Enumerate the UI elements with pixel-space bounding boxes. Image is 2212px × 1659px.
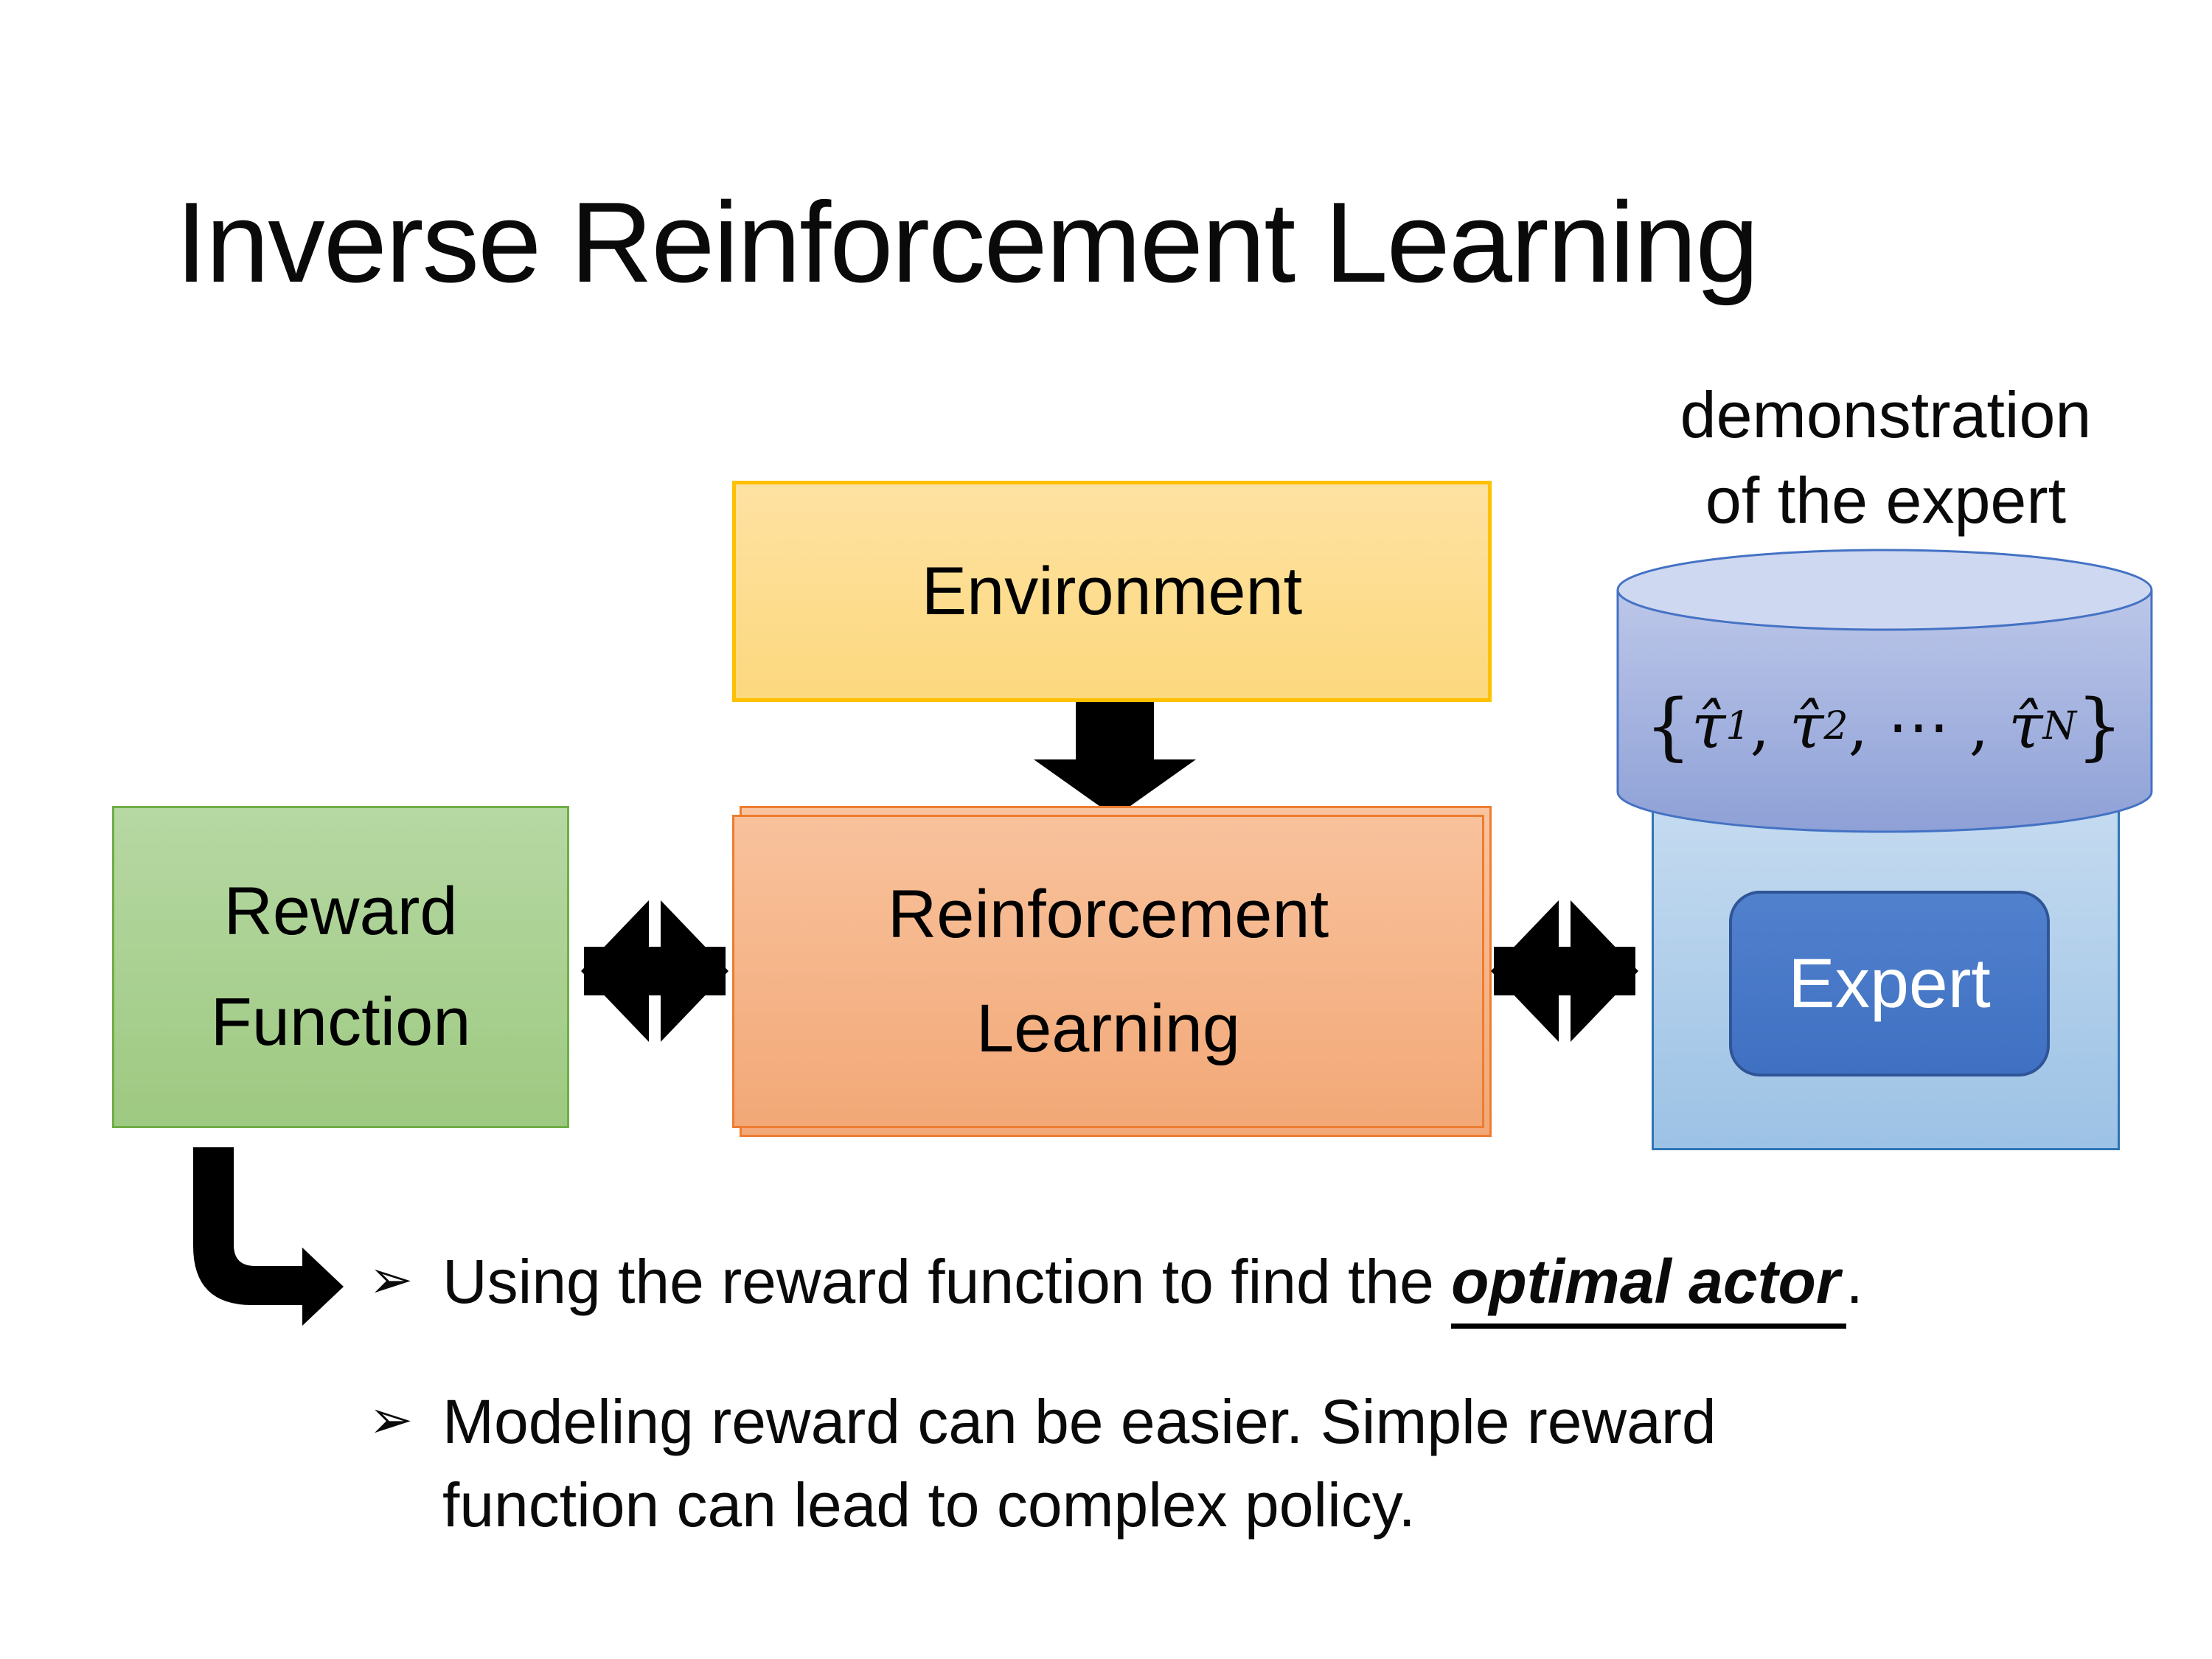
trajectory-set-formula: {τ̂1, τ̂2, ⋯ , τ̂N}: [1633, 664, 2135, 789]
bullet-arrow-icon: ➢: [369, 1251, 414, 1310]
expert-box: Expert: [1729, 891, 2050, 1077]
reward-function-box: Reward Function: [112, 806, 569, 1128]
bullet-2-line2: function can lead to complex policy.: [442, 1470, 1416, 1540]
double-arrow-rl-expert: [1491, 900, 1638, 1042]
reinforcement-learning-box: Reinforcement Learning: [732, 815, 1484, 1128]
reinforcement-learning-label-line2: Learning: [975, 990, 1241, 1066]
reward-function-label-line2: Function: [210, 984, 471, 1060]
formula-sub1: 1: [1725, 704, 1750, 748]
bullet-1-emphasis: optimal actor: [1451, 1247, 1846, 1329]
bullet-1-text: Using the reward function to find the op…: [442, 1240, 1863, 1329]
reward-function-label-line1: Reward: [223, 873, 458, 949]
expert-label: Expert: [1788, 944, 1991, 1023]
formula-ellipsis: , ⋯ ,: [1848, 690, 2009, 762]
double-arrow-reward-rl: [581, 900, 728, 1042]
formula-close-brace: }: [2076, 684, 2124, 769]
environment-label: Environment: [921, 553, 1303, 629]
bullet-2-text: Modeling reward can be easier. Simple re…: [442, 1380, 1717, 1548]
formula-sub2: 2: [1823, 704, 1848, 748]
bullet-1-post: .: [1846, 1247, 1863, 1316]
page-title: Inverse Reinforcement Learning: [175, 178, 1759, 306]
bullet-item-1: ➢ Using the reward function to find the …: [369, 1240, 2101, 1329]
down-arrow: [1034, 702, 1196, 817]
bent-arrow: [193, 1147, 344, 1326]
reinforcement-learning-label-line1: Reinforcement: [887, 876, 1329, 952]
demonstration-caption-line2: of the expert: [1705, 464, 2067, 538]
bullet-1-pre: Using the reward function to find the: [442, 1247, 1452, 1316]
formula-tau1: τ̂: [1691, 690, 1726, 762]
environment-box: Environment: [732, 481, 1492, 702]
bullet-2-line1: Modeling reward can be easier. Simple re…: [442, 1387, 1717, 1456]
demonstration-caption-line1: demonstration: [1680, 378, 2092, 451]
bullet-arrow-icon: ➢: [369, 1391, 414, 1450]
demonstration-database-cylinder: [1616, 549, 2153, 833]
formula-tau2: τ̂: [1789, 690, 1824, 762]
formula-open-brace: {: [1644, 684, 1691, 769]
formula-tauN: τ̂: [2008, 690, 2043, 762]
formula-subN: N: [2042, 704, 2077, 748]
formula-comma1: ,: [1750, 690, 1790, 762]
bullet-item-2: ➢ Modeling reward can be easier. Simple …: [369, 1380, 2101, 1548]
demonstration-caption: demonstration of the expert: [1611, 372, 2160, 543]
